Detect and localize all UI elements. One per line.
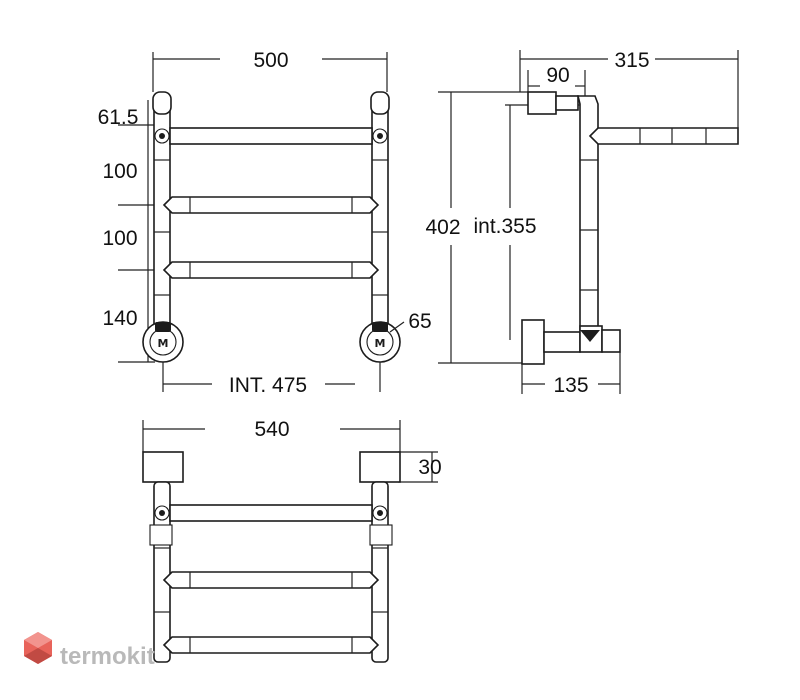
top-width-dimension: 540 <box>142 418 401 452</box>
valve-depth-label: 135 <box>553 374 588 397</box>
valve-label: 65 <box>408 310 431 333</box>
bracket-label: 30 <box>418 456 441 479</box>
svg-text:M: M <box>158 337 169 350</box>
side-depth-dimension: 315 <box>519 49 739 128</box>
side-view: 315 90 402 int.355 <box>425 49 739 397</box>
watermark: termokit <box>24 632 155 670</box>
watermark-logo-icon <box>24 632 52 664</box>
side-height-label: 402 <box>425 216 460 239</box>
top-width-label: 540 <box>254 418 289 441</box>
side-interaxis-dimension: int.355 <box>473 104 585 340</box>
top-right-tube <box>369 481 393 663</box>
spacing-1-label: 100 <box>102 160 137 183</box>
top-view-bar-3 <box>162 636 380 654</box>
side-horizontal-bar <box>588 127 739 145</box>
top-view-bar-1 <box>154 504 388 522</box>
left-vertical-tube <box>152 91 172 331</box>
front-view: 500 61.5 100 100 140 <box>98 49 432 397</box>
lower-bar <box>162 261 380 279</box>
front-height-dimensions: 61.5 100 100 140 <box>98 100 160 363</box>
side-depth-label: 315 <box>614 49 649 72</box>
right-vertical-tube <box>370 91 390 331</box>
bracket-dimension: 30 <box>398 451 442 483</box>
right-valve-icon: M <box>359 321 401 363</box>
side-wall-bracket <box>527 91 557 115</box>
front-width-label: 500 <box>253 49 288 72</box>
side-interaxis-label: int.355 <box>473 215 536 238</box>
side-valve-icon <box>521 319 621 365</box>
front-width-dimension: 500 <box>152 49 388 92</box>
top-bar <box>154 127 388 145</box>
wall-offset-label: 90 <box>546 64 569 87</box>
front-interaxis-dimension: INT. 475 <box>162 362 381 397</box>
interaxis-label: INT. 475 <box>229 374 307 397</box>
top-left-bracket <box>142 451 184 483</box>
top-offset-label: 61.5 <box>98 106 139 129</box>
top-view: 540 30 <box>142 418 442 663</box>
bottom-spacing-label: 140 <box>102 307 137 330</box>
middle-bar <box>162 196 380 214</box>
top-right-bracket <box>359 451 401 483</box>
side-height-dimension: 402 <box>425 91 528 364</box>
valve-depth-dimension: 135 <box>521 352 621 397</box>
left-valve-icon: M <box>142 321 184 363</box>
top-left-tube <box>149 481 173 663</box>
watermark-text: termokit <box>60 643 155 670</box>
svg-text:M: M <box>375 337 386 350</box>
wall-offset-dimension: 90 <box>527 64 586 96</box>
spacing-2-label: 100 <box>102 227 137 250</box>
side-bracket-arm <box>555 95 579 111</box>
top-view-bar-2 <box>162 571 380 589</box>
